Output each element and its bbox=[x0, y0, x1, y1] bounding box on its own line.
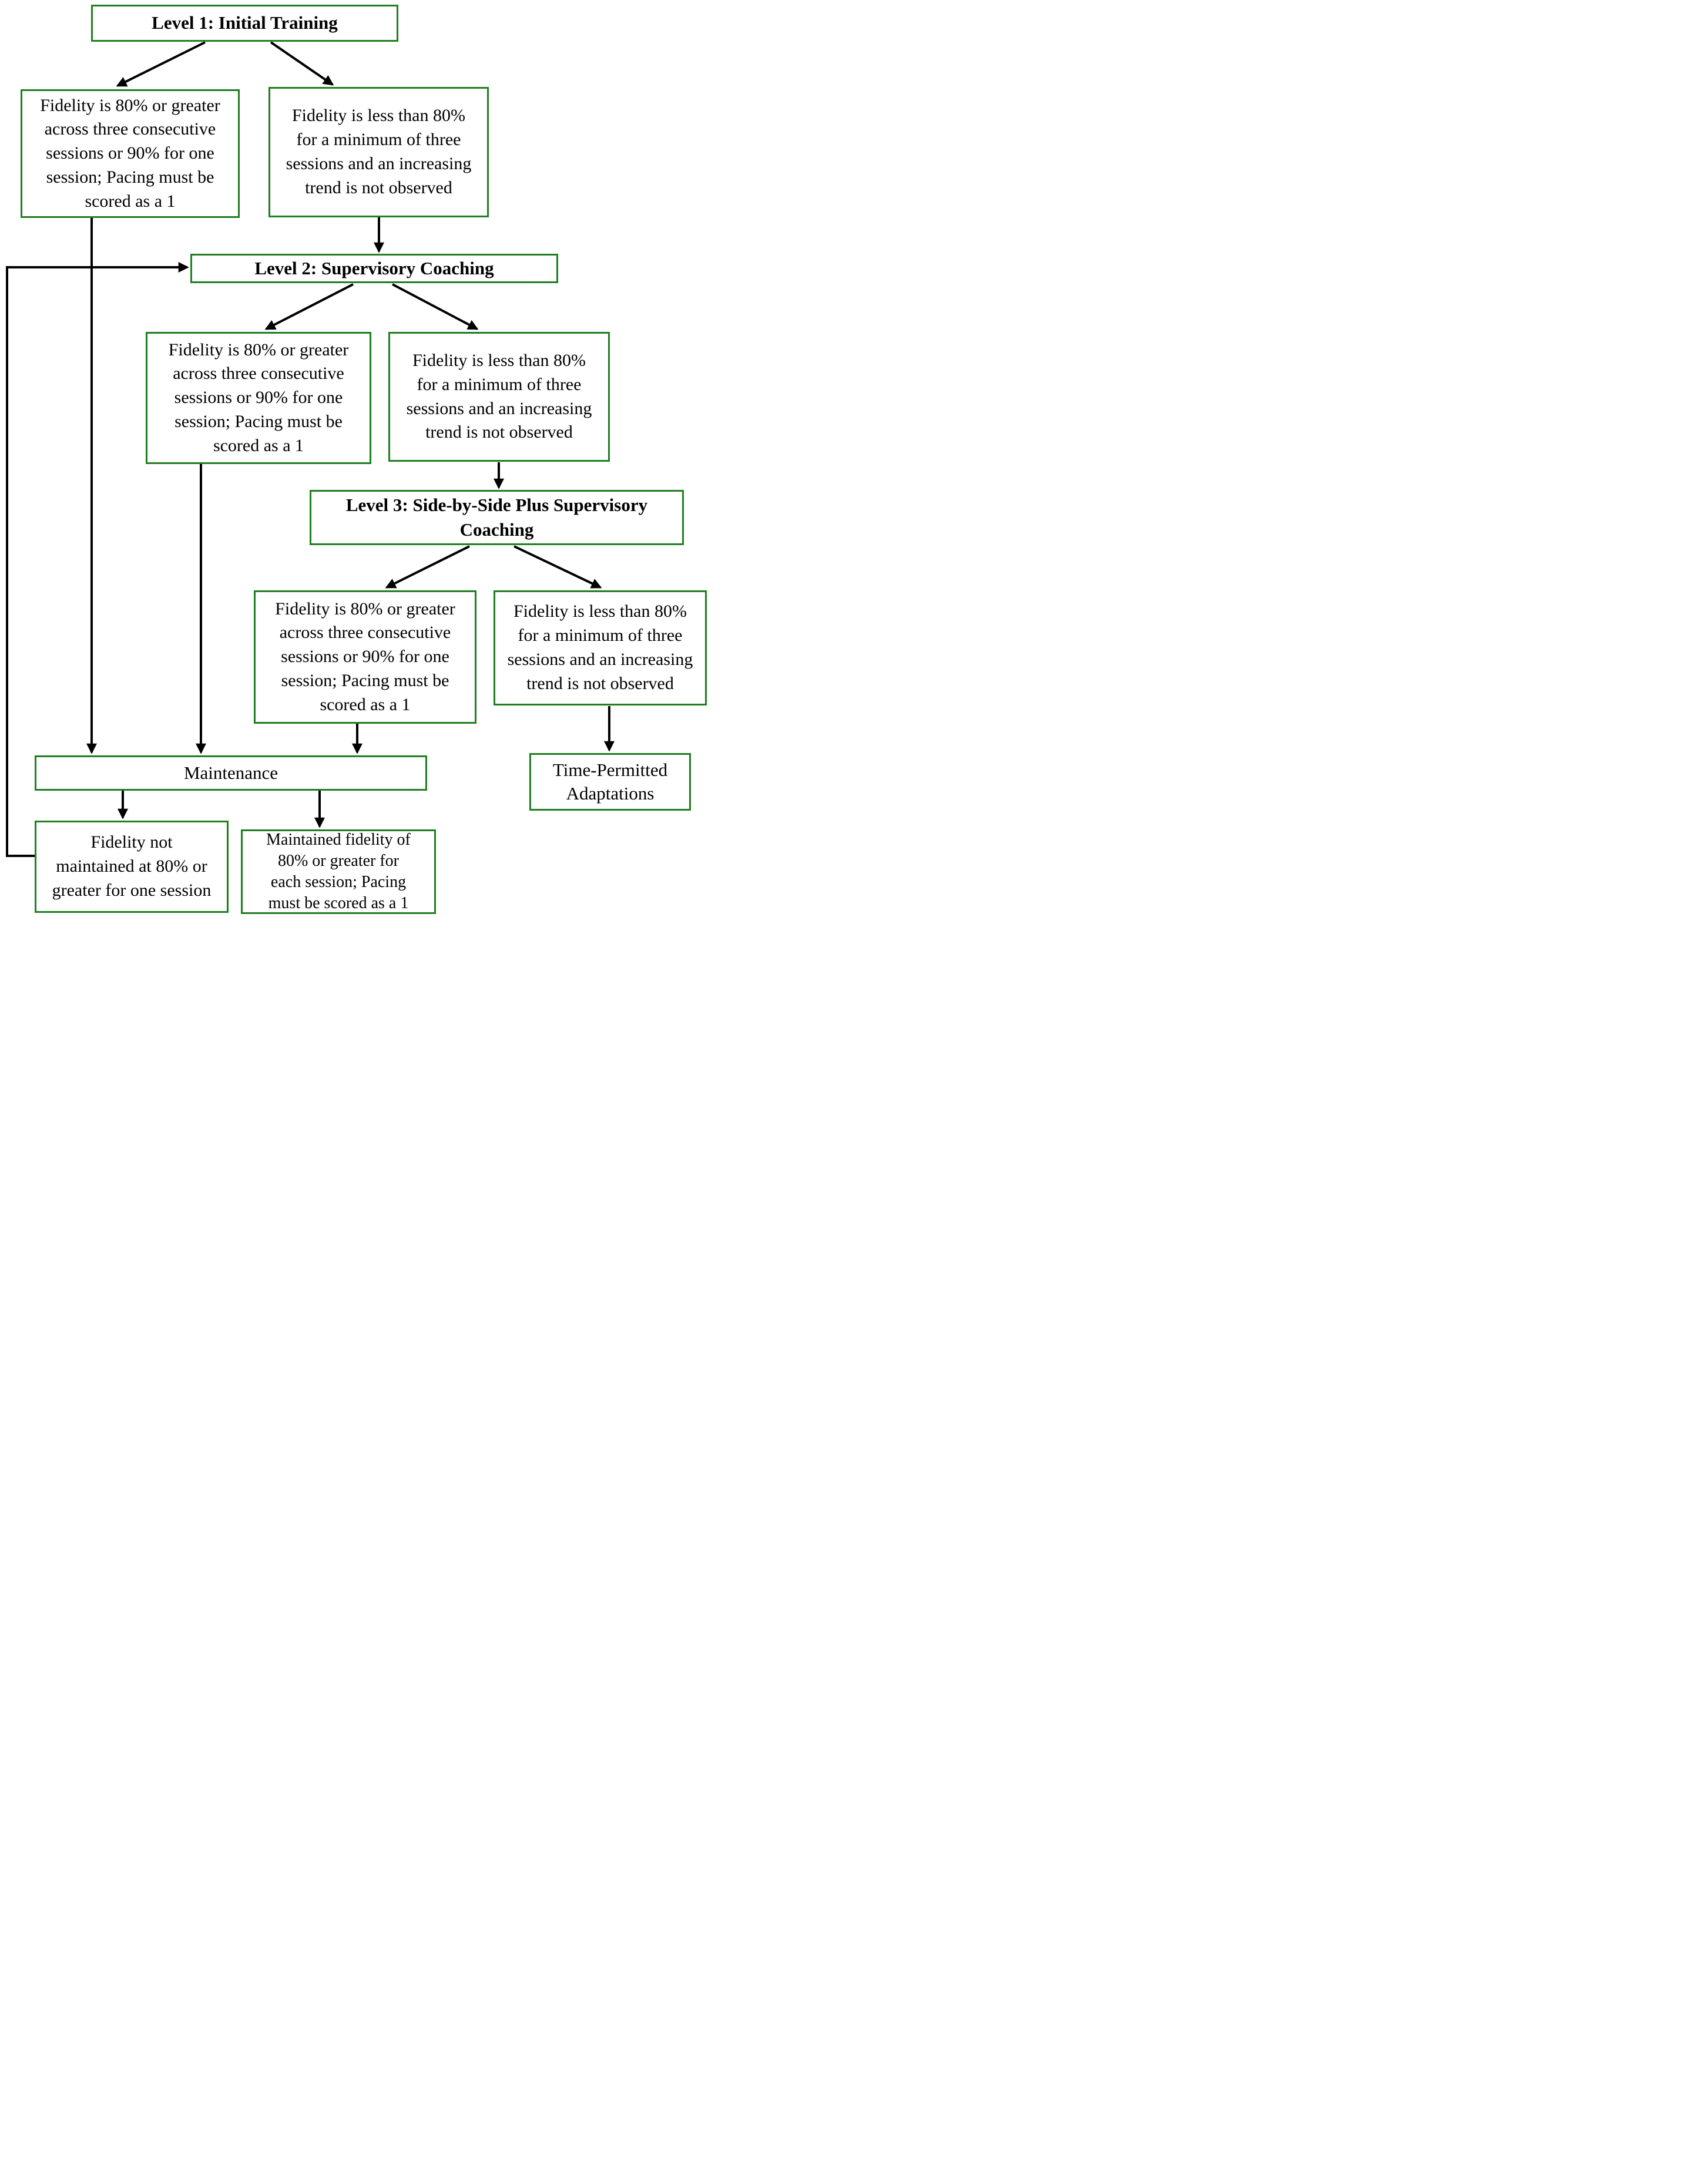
node-level2-supervisory-coaching: Level 2: Supervisory Coaching bbox=[190, 254, 558, 283]
edge-level2-to-l2-pass bbox=[264, 283, 354, 330]
edge-level3-to-l3-fail bbox=[513, 545, 602, 589]
node-l2-fidelity-fail-criteria: Fidelity is less than 80% for a minimum … bbox=[388, 332, 610, 462]
edge-loop-fidelity-not-maintained-to-level2 bbox=[6, 262, 189, 857]
node-l1-fidelity-fail-criteria: Fidelity is less than 80% for a minimum … bbox=[268, 87, 489, 217]
node-maintenance: Maintenance bbox=[35, 755, 427, 791]
flowchart-edges bbox=[6, 41, 615, 857]
node-maintained-fidelity: Maintained fidelity of 80% or greater fo… bbox=[241, 829, 436, 914]
edge-level1-to-l1-pass bbox=[116, 41, 206, 87]
edge-level2-to-l2-fail bbox=[392, 283, 479, 330]
flowchart-canvas: Level 1: Initial Training Fidelity is 80… bbox=[0, 0, 712, 918]
node-fidelity-not-maintained: Fidelity not maintained at 80% or greate… bbox=[35, 821, 229, 913]
node-level1-initial-training: Level 1: Initial Training bbox=[91, 5, 398, 42]
node-l3-fidelity-pass-criteria: Fidelity is 80% or greater across three … bbox=[254, 590, 476, 724]
edge-level3-to-l3-pass bbox=[385, 545, 470, 589]
node-l3-fidelity-fail-criteria: Fidelity is less than 80% for a minimum … bbox=[494, 590, 707, 705]
node-level3-side-by-side-coaching: Level 3: Side-by-Side Plus Supervisory C… bbox=[310, 490, 684, 545]
node-l2-fidelity-pass-criteria: Fidelity is 80% or greater across three … bbox=[146, 332, 371, 464]
node-l1-fidelity-pass-criteria: Fidelity is 80% or greater across three … bbox=[21, 89, 240, 218]
node-time-permitted-adaptations: Time-Permitted Adaptations bbox=[529, 753, 691, 811]
edge-level1-to-l1-fail bbox=[270, 41, 334, 86]
